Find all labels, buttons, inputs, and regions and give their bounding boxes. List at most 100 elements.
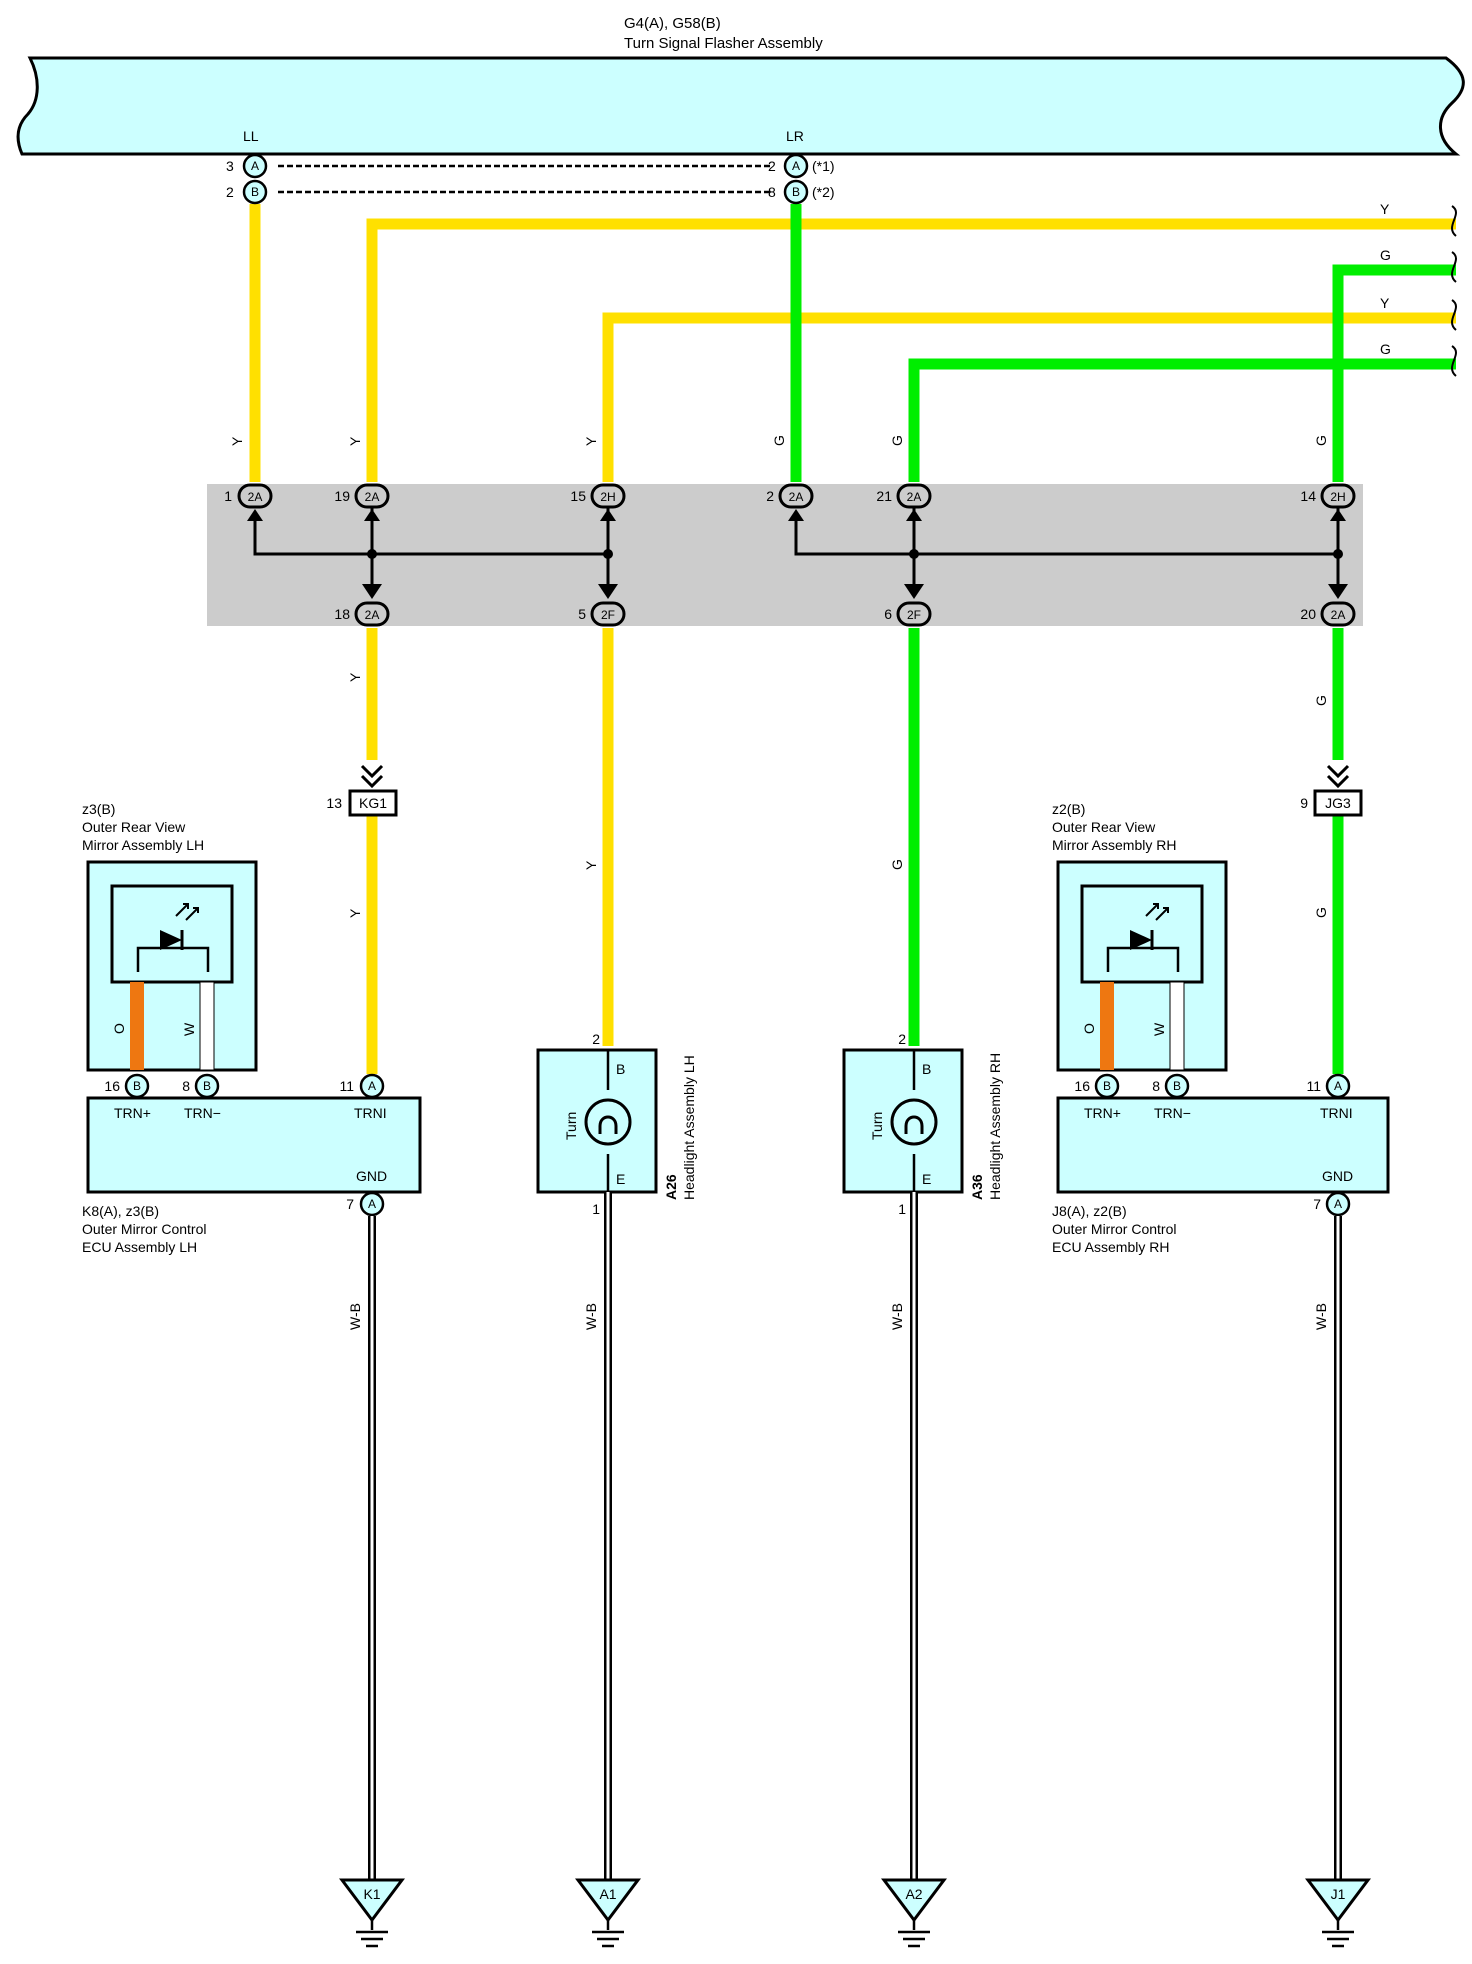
ecu-rh-pin-trnp: B 16 <box>1074 1073 1120 1099</box>
ecu-rh-trnm-pin: 8 <box>1152 1078 1160 1094</box>
headlight-rh-term-b: B <box>922 1061 931 1077</box>
ecu-rh-pin-trni: A 11 <box>1306 1073 1351 1099</box>
headlight-lh-term-e: E <box>616 1171 625 1187</box>
flasher-pin-lr-a-num: 2 <box>768 158 776 174</box>
flasher-note-1: (*1) <box>812 158 835 174</box>
junction-connector-bottom-2: 2F 5 <box>578 601 626 627</box>
ecu-rh-gnd-conn: A <box>1334 1197 1342 1211</box>
jct-top-2-conn: 2A <box>365 490 380 504</box>
flasher-pin-ll-b-num: 2 <box>226 184 234 200</box>
ecu-lh-trni-label: TRNI <box>354 1105 387 1121</box>
flasher-pin-ll-a-num: 3 <box>226 158 234 174</box>
headlight-lh-name: Headlight Assembly LH <box>681 1055 697 1200</box>
junction-arrows-down <box>362 584 1348 599</box>
jct-top-6-conn: 2H <box>1330 490 1345 504</box>
mirror-rh-wire-w: W <box>1151 1022 1167 1036</box>
junction-connector-top-3: 2H 15 <box>570 483 626 509</box>
flasher-terminal-lr: LR <box>786 128 804 144</box>
ecu-lh-name-2: ECU Assembly LH <box>82 1239 197 1255</box>
flasher-code: G4(A), G58(B) <box>624 15 721 32</box>
led-icon <box>160 930 182 950</box>
mirror-assembly-rh: z2(B) Outer Rear View Mirror Assembly RH… <box>1052 801 1228 1072</box>
wire-g-second-run <box>908 358 1456 482</box>
ground-a1-label: A1 <box>599 1886 616 1902</box>
ecu-lh-trnp-conn: B <box>133 1079 141 1093</box>
jct-top-3-pin: 15 <box>570 488 586 504</box>
ecu-lh-gnd-conn: A <box>368 1197 376 1211</box>
wire-label-g-3: G <box>1313 435 1329 446</box>
wire-label-y-run2: Y <box>1380 295 1390 311</box>
ecu-rh-gnd-pin: 7 <box>1313 1196 1321 1212</box>
ecu-rh-trnm-label: TRN− <box>1154 1105 1191 1121</box>
mirror-lh-code: z3(B) <box>82 801 115 817</box>
wire-label-g-run2: G <box>1380 341 1391 357</box>
ecu-rh-trnp-pin: 16 <box>1074 1078 1090 1094</box>
wire-y-top-run <box>366 218 1456 482</box>
bulb-icon <box>890 1098 938 1146</box>
jct-bot-1-conn: 2A <box>365 608 380 622</box>
jct-bot-2-conn: 2F <box>601 608 615 622</box>
jct-bot-2-pin: 5 <box>578 606 586 622</box>
junction-bottom-connectors: 2A 18 2F 5 2F 6 2A 20 <box>334 601 1356 627</box>
ecu-rh-trnp-label: TRN+ <box>1084 1105 1121 1121</box>
wire-label-y-run1: Y <box>1380 201 1390 217</box>
ecu-lh-pin-trnm: B 8 <box>182 1073 220 1099</box>
break-mark-g1 <box>1451 251 1457 283</box>
mirror-assembly-lh: z3(B) Outer Rear View Mirror Assembly LH… <box>82 801 258 1072</box>
wire-label-g-1: G <box>771 435 787 446</box>
headlight-rh-code: A36 <box>969 1174 985 1200</box>
jct-bot-3-conn: 2F <box>907 608 921 622</box>
vertical-wire-labels: Y Y Y G G G Y G Y Y G G <box>229 435 1329 918</box>
led-icon <box>1130 930 1152 950</box>
ecu-rh-name-2: ECU Assembly RH <box>1052 1239 1169 1255</box>
wire-y-second-run <box>602 312 1456 482</box>
ecu-lh-trnm-label: TRN− <box>184 1105 221 1121</box>
jct-bot-1-pin: 18 <box>334 606 350 622</box>
flasher-pin-lr-b-num: 8 <box>768 184 776 200</box>
headlight-assembly-lh: Turn B E 2 1 A26 Headlight Assembly LH <box>536 1031 697 1217</box>
headlight-rh-term-e: E <box>922 1171 931 1187</box>
jg3-pin: 9 <box>1300 795 1308 811</box>
headlight-lh-term-b: B <box>616 1061 625 1077</box>
wire-g-first-run <box>1332 264 1456 482</box>
headlight-lh-pin-e: 1 <box>592 1201 600 1217</box>
wire-label-y-3: Y <box>583 436 599 446</box>
jct-top-4-conn: 2A <box>789 490 804 504</box>
break-mark-y1 <box>1451 205 1457 237</box>
wire-label-wb-4: W-B <box>1313 1303 1329 1330</box>
bulb-icon <box>584 1098 632 1146</box>
junction-connector-top-6: 2H 14 <box>1300 483 1356 509</box>
flasher-pin-ll-b: B 2 <box>226 179 268 205</box>
ecu-rh-pin-trnm: B 8 <box>1152 1073 1190 1099</box>
wire-label-y-1: Y <box>229 436 245 446</box>
ecu-lh-trnm-pin: 8 <box>182 1078 190 1094</box>
mirror-rh-code: z2(B) <box>1052 801 1085 817</box>
jct-bot-4-conn: 2A <box>1331 608 1346 622</box>
junction-splice-dots <box>367 549 1343 559</box>
flasher-pin-lr-a-conn: A <box>792 159 800 173</box>
ecu-rh-trnm-conn: B <box>1173 1079 1181 1093</box>
flasher-pin-lr-b: B 8 (*2) <box>768 179 835 205</box>
ecu-rh-pin-gnd: A 7 <box>1313 1191 1351 1217</box>
flasher-name: Turn Signal Flasher Assembly <box>624 35 823 52</box>
ground-point-a2: A2 <box>881 1878 947 1948</box>
flasher-terminal-ll: LL <box>243 128 259 144</box>
ecu-lh-trnp-pin: 16 <box>104 1078 120 1094</box>
ecu-lh-pin-trnp: B 16 <box>104 1073 150 1099</box>
junction-top-connectors: 2A 1 2A 19 2H 15 2A 2 2A 21 2H 14 <box>224 483 1356 509</box>
junction-arrows-up <box>247 509 1346 521</box>
flasher-pin-ll-b-conn: B <box>251 185 259 199</box>
ecu-assembly-rh: TRN+ TRN− TRNI GND B 16 B 8 A 11 A 7 J8(… <box>1052 1073 1390 1255</box>
ecu-rh-trni-pin: 11 <box>1306 1078 1321 1094</box>
wire-label-wb-2: W-B <box>583 1303 599 1330</box>
junction-connector-bottom-3: 2F 6 <box>884 601 932 627</box>
ground-j1-label: J1 <box>1331 1886 1346 1902</box>
wire-label-y-4: Y <box>347 672 363 682</box>
flasher-pin-ll-a-conn: A <box>251 159 259 173</box>
flasher-pin-lr-a: A 2 (*1) <box>768 153 835 179</box>
flasher-note-2: (*2) <box>812 184 835 200</box>
ground-a2-label: A2 <box>905 1886 922 1902</box>
ground-k1-label: K1 <box>363 1886 380 1902</box>
wire-label-wb-1: W-B <box>347 1303 363 1330</box>
junction-connector-top-5: 2A 21 <box>876 483 932 509</box>
